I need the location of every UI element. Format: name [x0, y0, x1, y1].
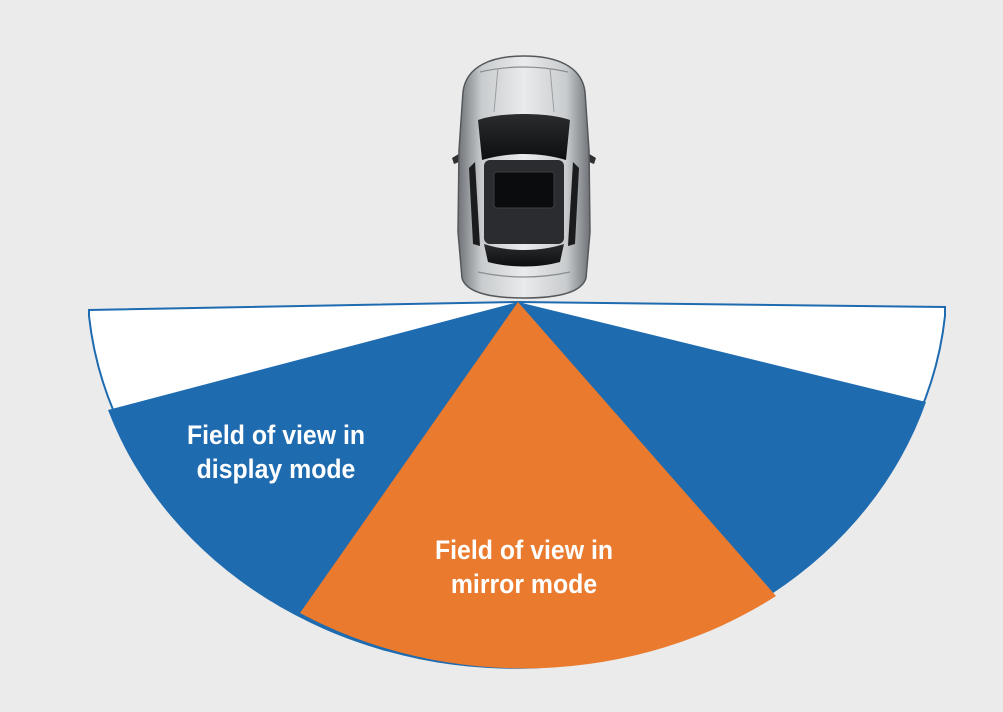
mirror-mode-label-line-2: mirror mode — [450, 569, 598, 599]
mirror-mode-fov-sector — [300, 302, 776, 669]
mirror-mode-label-line-1: Field of view in — [434, 535, 614, 565]
display-mode-label: Field of view in display mode — [175, 418, 377, 486]
car-top-view-icon — [452, 55, 596, 299]
display-mode-label-line-2: display mode — [196, 454, 356, 484]
mirror-mode-label: Field of view in mirror mode — [423, 533, 625, 601]
display-mode-label-line-1: Field of view in — [186, 420, 366, 450]
